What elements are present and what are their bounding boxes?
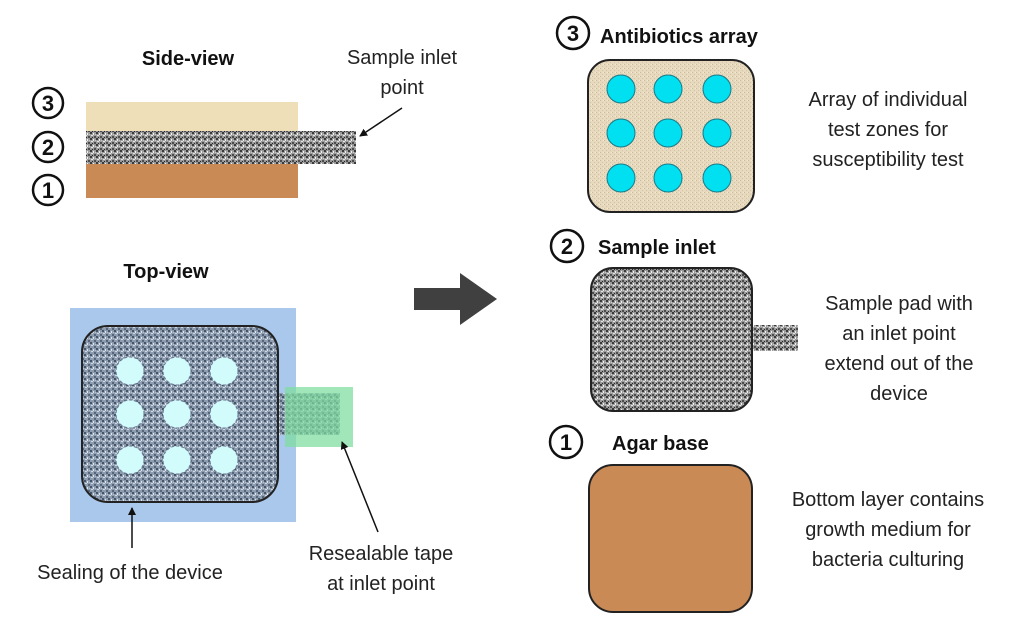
tape-pointer-arrow — [340, 441, 379, 533]
agar-base-pad — [588, 464, 753, 613]
inlet-label-line2: point — [380, 77, 424, 99]
svg-text:3: 3 — [567, 21, 579, 46]
test-zone — [702, 163, 732, 193]
top-zone — [209, 356, 239, 386]
tape-label-line1: Resealable tape — [309, 543, 454, 565]
top-zone — [209, 399, 239, 429]
layer-3-desc-line1: Array of individual — [809, 89, 968, 111]
top-zone — [209, 445, 239, 475]
side-view-title: Side-view — [142, 48, 235, 70]
svg-text:2: 2 — [42, 135, 54, 160]
test-zone — [702, 74, 732, 104]
resealable-tape — [285, 387, 353, 447]
layer-2-desc-line4: device — [870, 383, 928, 405]
test-zone — [653, 163, 683, 193]
side-layer-1-agar — [86, 164, 298, 198]
layer-1-desc-line2: growth medium for — [805, 519, 971, 541]
sealing-label: Sealing of the device — [37, 562, 223, 584]
test-zone — [653, 118, 683, 148]
layer-3-title: Antibiotics array — [600, 26, 759, 48]
layer-3-number-badge: 3 — [555, 15, 591, 51]
side-layer-2-sample-pad — [86, 131, 356, 164]
top-zone — [162, 356, 192, 386]
layer-2-title: Sample inlet — [598, 237, 716, 259]
svg-text:3: 3 — [42, 91, 54, 116]
antibiotic-test-zones — [606, 74, 732, 193]
svg-text:2: 2 — [561, 234, 573, 259]
transition-arrow — [414, 273, 497, 325]
side-number-3-badge: 3 — [31, 86, 65, 120]
top-zone — [162, 445, 192, 475]
layer-1-title: Agar base — [612, 433, 709, 455]
svg-text:1: 1 — [560, 430, 572, 455]
layer-2-panel: 2 Sample inlet Sample pad with an inlet … — [549, 228, 974, 412]
layer-1-number-badge: 1 — [548, 424, 584, 460]
layer-2-number-badge: 2 — [549, 228, 585, 264]
layer-3-panel: 3 Antibiotics array Array of individual … — [555, 15, 968, 213]
layer-1-desc-line1: Bottom layer contains — [792, 489, 984, 511]
sample-pad — [590, 267, 753, 412]
layer-2-desc-line3: extend out of the — [824, 353, 973, 375]
tape-label-line2: at inlet point — [327, 573, 435, 595]
test-zone — [606, 74, 636, 104]
inlet-label-line1: Sample inlet — [347, 47, 458, 69]
layer-2-desc-line1: Sample pad with — [825, 293, 973, 315]
side-view-inlet-label: Sample inlet point — [347, 47, 458, 137]
layer-1-panel: 1 Agar base Bottom layer contains growth… — [548, 424, 984, 613]
test-zone — [606, 118, 636, 148]
test-zone — [606, 163, 636, 193]
test-zone — [702, 118, 732, 148]
top-view-title: Top-view — [123, 261, 209, 283]
inlet-pointer-arrow — [359, 107, 403, 137]
top-zone — [115, 399, 145, 429]
svg-text:1: 1 — [42, 178, 54, 203]
layer-2-desc-line2: an inlet point — [842, 323, 956, 345]
layer-1-desc-line3: bacteria culturing — [812, 549, 964, 571]
test-zone — [653, 74, 683, 104]
layer-3-desc-line2: test zones for — [828, 119, 948, 141]
side-number-1-badge: 1 — [31, 173, 65, 207]
side-view: Side-view Sample inlet point 3 2 1 — [31, 47, 458, 207]
top-zone — [115, 445, 145, 475]
top-test-zones — [115, 356, 239, 475]
layer-3-desc-line3: susceptibility test — [812, 149, 964, 171]
top-view: Top-view Sealing of the device Resealabl… — [37, 261, 453, 595]
top-zone — [162, 399, 192, 429]
top-zone — [115, 356, 145, 386]
side-number-2-badge: 2 — [31, 130, 65, 164]
side-layer-3-array — [86, 102, 298, 131]
